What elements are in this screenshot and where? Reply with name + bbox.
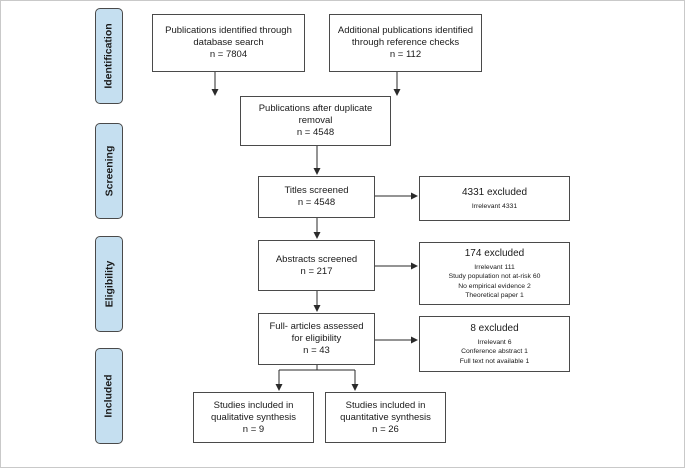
stage-identification-label: Identification bbox=[103, 23, 115, 89]
abstracts-screened-count: n = 217 bbox=[300, 265, 333, 277]
box-titles-excluded: 4331 excluded Irrelevant 4331 bbox=[419, 176, 570, 221]
titles-excluded-reason: Irrelevant 4331 bbox=[471, 202, 518, 210]
abstracts-excluded-reason: Theoretical paper 1 bbox=[465, 291, 524, 299]
box-database-search: Publications identified through database… bbox=[152, 14, 305, 72]
reference-checks-count: n = 112 bbox=[389, 49, 422, 60]
full-excluded-reason: Irrelevant 6 bbox=[477, 339, 512, 347]
full-excluded-head: 8 excluded bbox=[470, 323, 519, 335]
database-search-title: Publications identified through database… bbox=[165, 25, 292, 48]
qualitative-count: n = 9 bbox=[242, 423, 265, 435]
stage-identification: Identification bbox=[95, 8, 123, 104]
titles-screened-count: n = 4548 bbox=[297, 197, 336, 208]
reference-checks-title: Additional publications identified throu… bbox=[337, 25, 474, 48]
quantitative-count: n = 26 bbox=[372, 423, 399, 435]
abstracts-excluded-reason: Irrelevant 111 bbox=[474, 264, 515, 272]
box-qualitative-synthesis: Studies included in qualitative synthesi… bbox=[193, 392, 314, 443]
abstracts-screened-title: Abstracts screened bbox=[275, 253, 358, 265]
box-after-duplicates: Publications after duplicate removal n =… bbox=[240, 96, 391, 146]
full-articles-title: Full- articles assessed for eligibility bbox=[269, 321, 364, 344]
stage-screening: Screening bbox=[95, 123, 123, 219]
abstracts-excluded-reason: No empirical evidence 2 bbox=[458, 282, 531, 290]
box-reference-checks: Additional publications identified throu… bbox=[329, 14, 482, 72]
box-full-articles: Full- articles assessed for eligibility … bbox=[258, 313, 375, 365]
after-duplicates-count: n = 4548 bbox=[296, 127, 335, 138]
titles-screened-title: Titles screened bbox=[284, 185, 349, 196]
abstracts-excluded-reason: Study population not at-risk 60 bbox=[448, 273, 541, 281]
abstracts-excluded-head: 174 excluded bbox=[464, 248, 525, 260]
titles-excluded-head: 4331 excluded bbox=[461, 186, 528, 198]
stage-included: Included bbox=[95, 348, 123, 444]
after-duplicates-title: Publications after duplicate removal bbox=[258, 103, 373, 126]
box-abstracts-screened: Abstracts screened n = 217 bbox=[258, 240, 375, 291]
box-full-excluded: 8 excluded Irrelevant 6 Conference abstr… bbox=[419, 316, 570, 372]
stage-eligibility-label: Eligibility bbox=[103, 260, 116, 308]
full-excluded-reason: Conference abstract 1 bbox=[461, 348, 528, 356]
qualitative-title: Studies included in qualitative synthesi… bbox=[210, 399, 297, 423]
box-quantitative-synthesis: Studies included in quantitative synthes… bbox=[325, 392, 446, 443]
quantitative-title: Studies included in quantitative synthes… bbox=[340, 399, 431, 423]
full-articles-count: n = 43 bbox=[303, 345, 330, 356]
box-titles-screened: Titles screened n = 4548 bbox=[258, 176, 375, 218]
stage-eligibility: Eligibility bbox=[95, 236, 123, 332]
stage-included-label: Included bbox=[103, 374, 116, 418]
stage-screening-label: Screening bbox=[103, 145, 115, 197]
full-excluded-reason: Full text not available 1 bbox=[459, 357, 530, 365]
database-search-count: n = 7804 bbox=[209, 49, 248, 60]
box-abstracts-excluded: 174 excluded Irrelevant 111 Study popula… bbox=[419, 242, 570, 305]
